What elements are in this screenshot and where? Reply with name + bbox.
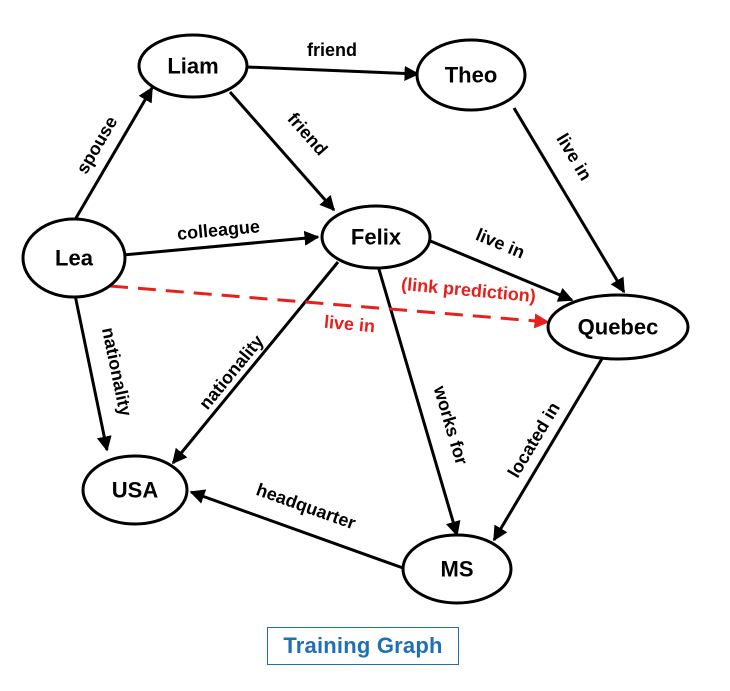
edge-liam-felix-label: friend bbox=[283, 109, 331, 160]
edge-liam-felix: friend bbox=[228, 91, 336, 212]
edge-liam-theo-line bbox=[246, 65, 420, 81]
node-ms[interactable]: MS bbox=[401, 533, 513, 605]
node-usa-label: USA bbox=[112, 478, 159, 503]
node-lea-ellipse bbox=[21, 217, 127, 299]
edge-ms-usa: headquarter bbox=[189, 479, 404, 570]
edge-lea-liam-label: spouse bbox=[72, 113, 121, 178]
edge-liam-theo-label: friend bbox=[307, 40, 357, 60]
predicted-link: (link prediction) live in bbox=[109, 274, 550, 337]
edge-lea-usa-line bbox=[73, 294, 112, 452]
node-theo[interactable]: Theo bbox=[415, 38, 527, 112]
edge-lea-liam: spouse bbox=[72, 86, 154, 219]
edge-lea-usa-label: nationality bbox=[98, 326, 136, 418]
nodes: Liam Theo Lea Felix Quebec USA MS bbox=[21, 33, 690, 605]
edge-quebec-ms: located in bbox=[492, 356, 605, 542]
edge-lea-felix-label: colleague bbox=[176, 216, 261, 244]
node-usa[interactable]: USA bbox=[81, 454, 189, 526]
node-felix-label: Felix bbox=[351, 225, 402, 250]
predicted-link-label: live in bbox=[323, 312, 376, 337]
edge-lea-felix-line bbox=[122, 230, 320, 257]
node-theo-ellipse bbox=[415, 38, 527, 112]
edge-felix-quebec-label: live in bbox=[473, 224, 528, 262]
predicted-link-annotation: (link prediction) bbox=[400, 274, 536, 306]
edge-felix-ms-label: works for bbox=[429, 383, 471, 467]
node-ms-label: MS bbox=[441, 557, 474, 582]
edge-felix-usa-label: nationality bbox=[195, 331, 268, 413]
edge-lea-usa: nationality bbox=[73, 294, 136, 452]
edge-felix-ms: works for bbox=[376, 265, 472, 537]
edge-felix-usa-line bbox=[171, 261, 340, 465]
node-quebec-label: Quebec bbox=[578, 315, 659, 340]
node-felix[interactable]: Felix bbox=[320, 204, 432, 270]
edge-theo-quebec: live in bbox=[512, 107, 626, 294]
edge-theo-quebec-label: live in bbox=[552, 130, 595, 184]
edge-felix-ms-line bbox=[376, 265, 461, 537]
node-lea[interactable]: Lea bbox=[21, 217, 127, 299]
node-quebec[interactable]: Quebec bbox=[546, 293, 690, 361]
edge-liam-theo: friend bbox=[246, 40, 420, 81]
node-ms-ellipse bbox=[401, 533, 513, 605]
node-liam[interactable]: Liam bbox=[137, 33, 249, 99]
predicted-link-line bbox=[109, 284, 550, 329]
node-liam-label: Liam bbox=[167, 54, 218, 79]
edge-lea-liam-line bbox=[74, 86, 154, 219]
edge-ms-usa-line bbox=[189, 489, 404, 570]
caption-title: Training Graph bbox=[283, 633, 443, 658]
caption-box: Training Graph bbox=[267, 627, 459, 665]
node-liam-ellipse bbox=[137, 33, 249, 99]
edge-quebec-ms-line bbox=[492, 356, 605, 542]
edge-liam-felix-line bbox=[228, 91, 336, 212]
node-usa-ellipse bbox=[81, 454, 189, 526]
edge-felix-quebec-line bbox=[427, 238, 574, 302]
edge-ms-usa-label: headquarter bbox=[254, 479, 359, 533]
edge-lea-felix: colleague bbox=[122, 216, 320, 257]
node-quebec-ellipse bbox=[546, 293, 690, 361]
node-lea-label: Lea bbox=[55, 246, 94, 271]
node-theo-label: Theo bbox=[445, 63, 498, 88]
edge-theo-quebec-line bbox=[512, 107, 626, 294]
node-felix-ellipse bbox=[320, 204, 432, 270]
